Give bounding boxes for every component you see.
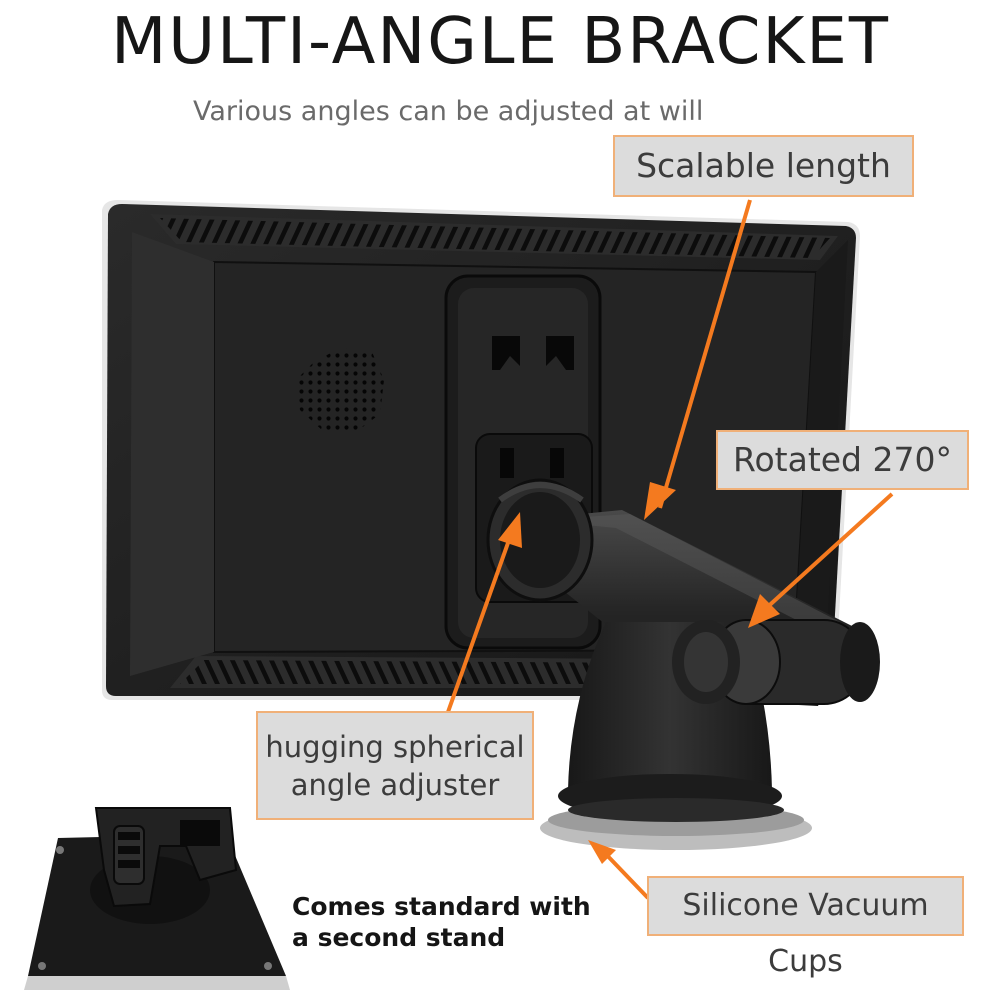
callout-scalable-length: Scalable length bbox=[613, 135, 914, 197]
callout-spherical-adjuster: hugging spherical angle adjuster bbox=[256, 711, 534, 820]
caption-line: Comes standard with bbox=[292, 892, 591, 921]
caption-line: a second stand bbox=[292, 923, 506, 952]
callout-rotated: Rotated 270° bbox=[716, 430, 969, 490]
callout-line: angle adjuster bbox=[290, 768, 500, 802]
rotation-knob bbox=[672, 619, 880, 705]
arrow-icon bbox=[446, 199, 894, 900]
callout-vacuum-cups: Silicone Vacuum Cups bbox=[647, 876, 964, 979]
page-subtitle: Various angles can be adjusted at will bbox=[193, 96, 704, 127]
speaker-grille-icon bbox=[296, 348, 384, 432]
callout-line: hugging spherical bbox=[265, 730, 525, 764]
page-title: MULTI-ANGLE BRACKET bbox=[111, 5, 890, 79]
second-stand-image bbox=[24, 807, 290, 990]
second-stand-caption: Comes standard with a second stand bbox=[292, 891, 591, 953]
